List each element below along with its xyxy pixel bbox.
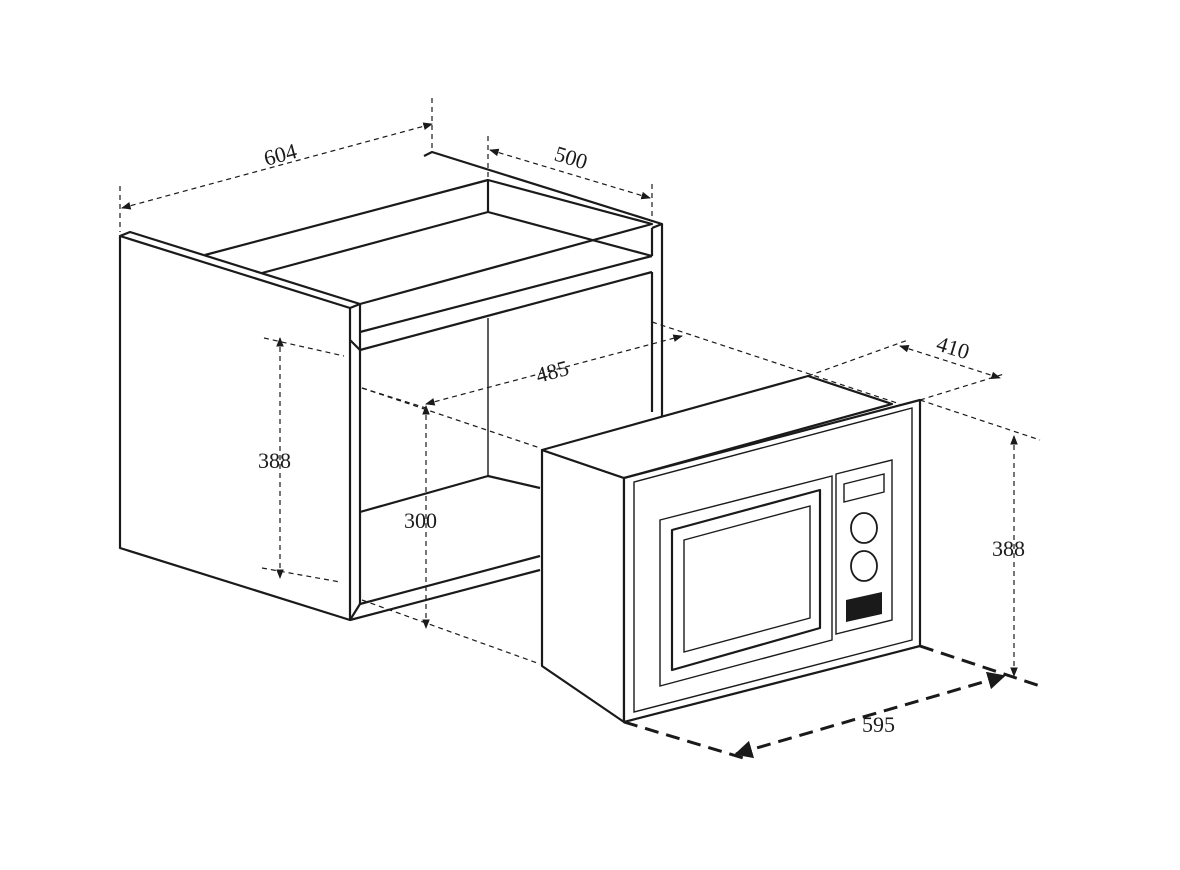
label-unit-height: 388 [992,536,1025,561]
cabinet-left-panel [118,234,352,622]
dimension-labels: 604 500 388 485 300 410 388 595 [258,138,1025,737]
microwave-unit [540,374,922,724]
microwave-window [670,488,822,672]
display-icon [843,473,885,503]
microwave-body-top [540,374,894,480]
knob-lower-icon [850,550,878,582]
dimension-lines [119,98,1041,762]
microwave-door [659,475,833,687]
label-unit-width: 595 [862,712,895,737]
cabinet-top-board [204,178,654,306]
microwave-control-panel [835,459,893,635]
door-release-button [846,592,882,622]
knob-upper-icon [850,512,878,544]
microwave-body-side [540,448,626,724]
label-cabinet-height: 388 [258,448,291,473]
label-unit-depth: 410 [934,331,973,365]
label-cabinet-depth: 500 [552,141,591,175]
label-opening-depth: 485 [533,355,571,388]
cabinet [118,150,664,622]
label-opening-height: 300 [404,508,437,533]
label-cabinet-width: 604 [261,138,299,171]
